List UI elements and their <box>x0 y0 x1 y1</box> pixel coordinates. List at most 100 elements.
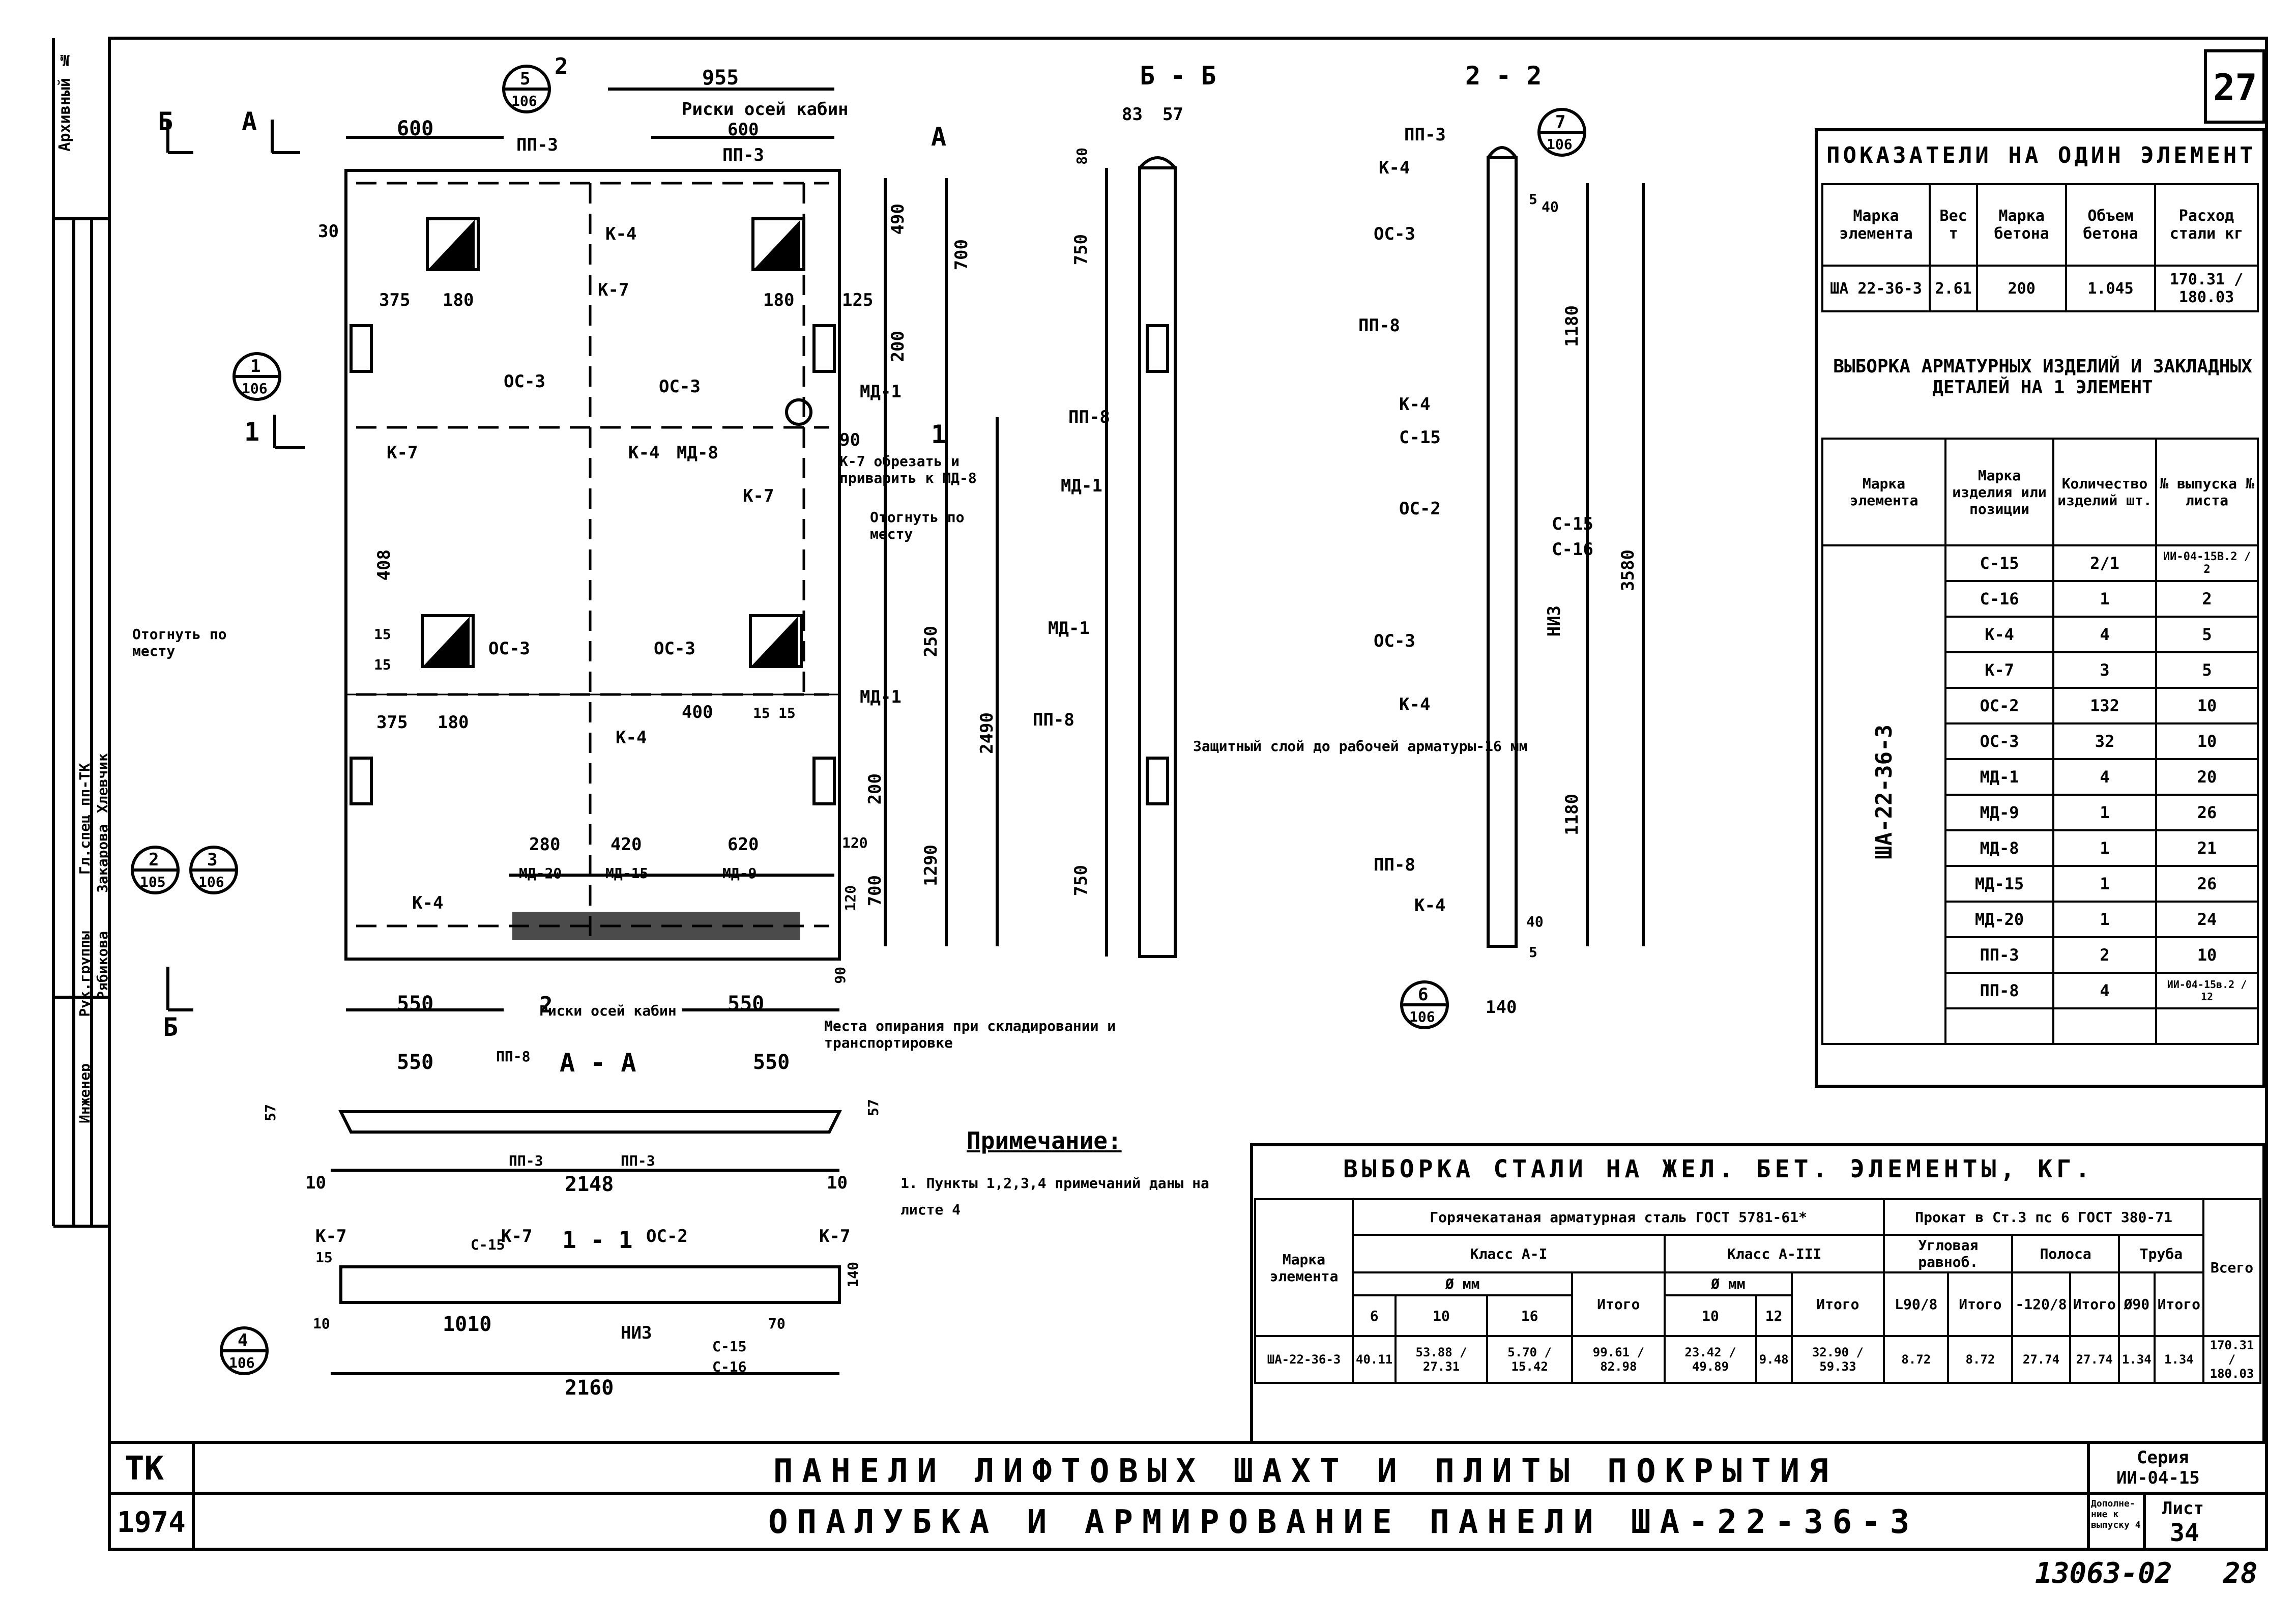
callout-7-bottom: 106 <box>1547 136 1573 153</box>
bb-label-md1-a: МД-1 <box>1061 476 1102 496</box>
s22-k4-d: К-4 <box>1414 895 1446 916</box>
s11-k7-c: К-7 <box>819 1226 851 1247</box>
sel-h-ref: № выпуска № листа <box>2155 438 2259 546</box>
sel-qty: 1 <box>2052 865 2157 903</box>
callout-1-bottom: 106 <box>242 380 268 397</box>
sel-mark: ОС-2 <box>1944 687 2054 724</box>
dim-280: 280 <box>529 834 561 855</box>
callout-6-top: 6 <box>1418 984 1429 1005</box>
bb-dim-750a: 750 <box>1071 234 1091 266</box>
dim-1290: 1290 <box>921 845 941 886</box>
signature-role-1: Инженер <box>76 1063 93 1124</box>
dim-120b: 120 <box>842 885 859 911</box>
section-mark-a-left: А <box>242 107 257 136</box>
callout-2-bottom: 105 <box>140 874 166 890</box>
sel-ref: 24 <box>2155 901 2259 938</box>
bb-dim-83: 83 <box>1122 104 1143 125</box>
note-axis-risks-bottom: Риски осей кабин <box>539 1002 677 1019</box>
steel-row-d12: 9.48 <box>1755 1335 1793 1384</box>
dim-90b: 90 <box>832 967 849 984</box>
dim-700b: 700 <box>865 875 885 907</box>
callout-4-bottom: 106 <box>229 1354 255 1371</box>
section-mark-a-right: А <box>931 122 947 152</box>
sel-ref: ИИ-04-15В.2 / 2 <box>2155 544 2259 582</box>
label-pp3-b: ПП-3 <box>722 145 764 165</box>
sheet-frame <box>108 37 2268 1551</box>
s11-os2: ОС-2 <box>646 1226 688 1247</box>
steel-row-angle: 8.72 <box>1883 1335 1950 1384</box>
steel-h-pipe-size: Ø90 <box>2117 1271 2156 1337</box>
bb-dim-750b: 750 <box>1071 865 1091 896</box>
s22-os2: ОС-2 <box>1399 499 1441 519</box>
signature-role-2: Рук.группы <box>76 931 93 1017</box>
steel-h-strip-size: -120/8 <box>2011 1271 2071 1337</box>
s22-pp8-a: ПП-8 <box>1358 315 1400 336</box>
aa-dim-57a: 57 <box>262 1104 279 1121</box>
steel-h-d10: 10 <box>1394 1294 1488 1337</box>
s22-k4-a: К-4 <box>1379 158 1410 178</box>
sel-qty: 1 <box>2052 901 2157 938</box>
sel-mark: ОС-3 <box>1944 722 2054 760</box>
sheet-value: 34 <box>2170 1519 2199 1547</box>
steel-h-diam1: Ø мм <box>1351 1271 1574 1296</box>
s22-dim-40b: 40 <box>1526 913 1544 930</box>
s22-pp3: ПП-3 <box>1404 125 1446 145</box>
ind-h-weight: Вес т <box>1928 183 1979 267</box>
s11-dim-1010: 1010 <box>443 1313 492 1336</box>
sel-h-element: Марка элемента <box>1821 438 1946 546</box>
steel-h-d6: 6 <box>1351 1294 1397 1337</box>
sel-ref: 20 <box>2155 758 2259 796</box>
dim-200a: 200 <box>888 331 908 362</box>
note-bend-right: Отогнуть по месту <box>870 509 965 542</box>
sel-h-qty: Количество изделий шт. <box>2052 438 2157 546</box>
indicators-title: ПОКАЗАТЕЛИ НА ОДИН ЭЛЕМЕНТ <box>1826 142 2256 168</box>
steel-h-total1: Итого <box>1571 1271 1666 1337</box>
callout-2-top: 2 <box>149 850 159 870</box>
aa-dim-550b: 550 <box>753 1051 790 1074</box>
note-title: Примечание: <box>967 1127 1122 1154</box>
steel-row-d10b: 23.42 / 49.89 <box>1664 1335 1757 1384</box>
sel-mark: К-7 <box>1944 651 2054 689</box>
s22-dim-1180b: 1180 <box>1562 794 1582 835</box>
ind-h-volume: Объем бетона <box>2065 183 2156 267</box>
dim-125: 125 <box>842 290 874 310</box>
s22-k4-c: К-4 <box>1399 694 1431 715</box>
sel-ref: 5 <box>2155 651 2259 689</box>
sel-ref: 26 <box>2155 794 2259 831</box>
s11-dim-140: 140 <box>845 1262 861 1288</box>
dim-90a: 90 <box>839 430 860 450</box>
dim-180c: 180 <box>763 290 795 310</box>
ind-volume: 1.045 <box>2065 265 2156 312</box>
signature-name-1: Закарова <box>94 824 111 893</box>
aa-dim-57b: 57 <box>865 1099 882 1116</box>
s22-dim-140: 140 <box>1486 997 1517 1018</box>
steel-h-all: Всего <box>2202 1198 2261 1337</box>
year-label: 1974 <box>117 1506 186 1539</box>
indicators-table: Марка элемента Вес т Марка бетона Объем … <box>1821 183 2259 312</box>
callout-5-bottom: 106 <box>511 93 537 109</box>
ind-mark: ША 22-36-3 <box>1821 265 1931 312</box>
label-os3-a: ОС-3 <box>504 371 545 392</box>
s22-dim-3580: 3580 <box>1618 549 1638 591</box>
dim-15c: 15 <box>753 705 770 721</box>
signature-name-3: Хлевчик <box>94 753 111 814</box>
section-aa-title: А - А <box>560 1048 636 1078</box>
dim-top-3: 600 <box>728 120 759 140</box>
steel-h-classA1: Класс А-I <box>1351 1234 1666 1273</box>
section-mark-2-bottom: 2 <box>539 992 553 1018</box>
aa-pp8: ПП-8 <box>496 1048 531 1065</box>
section-mark-b-top: Б <box>158 107 173 136</box>
section-mark-b-bottom: Б <box>163 1012 179 1042</box>
selection-table: Марка элемента Марка изделия или позиции… <box>1821 438 2259 1045</box>
note-bend-left: Отогнуть по месту <box>132 626 227 659</box>
dim-375b: 375 <box>376 712 408 733</box>
sel-mark: МД-8 <box>1944 829 2054 867</box>
label-md8: МД-8 <box>677 443 718 463</box>
signature-name-2: Рябикова <box>94 931 111 1000</box>
dim-30: 30 <box>318 221 339 242</box>
sel-ref: 10 <box>2155 687 2259 724</box>
steel-h-classA3: Класс А-III <box>1664 1234 1885 1273</box>
bb-label-pp8-b: ПП-8 <box>1033 710 1074 730</box>
sel-mark: ПП-8 <box>1944 972 2054 1009</box>
steel-h-group2: Прокат в Ст.3 пс 6 ГОСТ 380-71 <box>1883 1198 2204 1236</box>
